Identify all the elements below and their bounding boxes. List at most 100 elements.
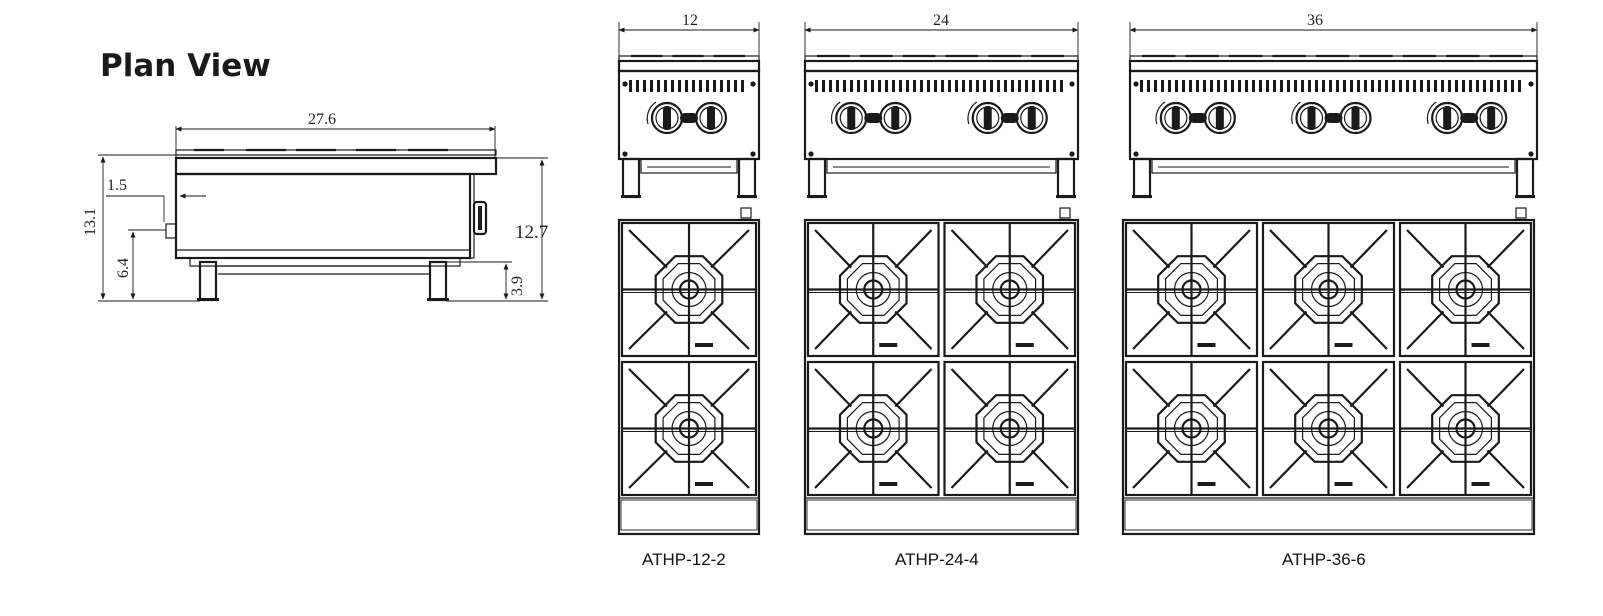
screw (1069, 151, 1075, 157)
grate-diagonal (950, 229, 1069, 350)
vent-slot (678, 80, 681, 92)
burner-grate (620, 221, 758, 358)
front-view (803, 54, 1080, 199)
vent-slot (629, 80, 632, 92)
octagon-inner (1164, 402, 1219, 455)
grate-diagonal (1132, 368, 1251, 489)
vent-slot (1336, 80, 1339, 92)
screw (808, 81, 814, 87)
vent-slot (1322, 80, 1325, 92)
leg-foot (621, 195, 641, 198)
vent-slot (892, 80, 895, 92)
grate-cell (620, 360, 758, 497)
grate-cell (1124, 360, 1259, 497)
octagon-ring (1157, 394, 1226, 463)
vent-slot (1161, 80, 1164, 92)
vent-slot (885, 80, 888, 92)
top-plate (803, 59, 1080, 73)
vent-slot (741, 80, 744, 92)
vent-slot (815, 80, 818, 92)
pilot-valve (1188, 113, 1207, 123)
vent-slot (1210, 80, 1213, 92)
vent-slot (1448, 80, 1451, 92)
vent-slot (706, 80, 709, 92)
octagon-ring (1294, 394, 1363, 463)
vent-slot (643, 80, 646, 92)
vent-slot (1245, 80, 1248, 92)
vent-slot (1266, 80, 1269, 92)
octagon-inner (1438, 263, 1493, 316)
front-rail (620, 499, 758, 531)
vent-slot (1238, 80, 1241, 92)
grate-cell (806, 360, 940, 497)
screw (1069, 81, 1075, 87)
vent-slot (713, 80, 716, 92)
vent-slot (1490, 80, 1493, 92)
knob-grip (1351, 106, 1360, 130)
vent-slot (1441, 80, 1444, 92)
vent-slot (727, 80, 730, 92)
model-unit-36: 36 ATHP-36-6 (1121, 12, 1539, 569)
octagon-inner (1438, 402, 1493, 455)
screw (622, 81, 628, 87)
vent-slot (1053, 80, 1056, 92)
burner-grate (1124, 221, 1259, 358)
octagon-inner (983, 263, 1037, 316)
pilot-valve (1460, 113, 1479, 123)
octagon-ring (975, 255, 1045, 324)
grate-diagonal (814, 229, 933, 350)
vent-slot (1455, 80, 1458, 92)
knob-arc (646, 101, 657, 125)
pilot-tab (1471, 482, 1490, 486)
vent-slot (990, 80, 993, 92)
vent-slot (1462, 80, 1465, 92)
knob-arc (1426, 101, 1437, 125)
vent-slot (927, 80, 930, 92)
leg-foot (1056, 195, 1076, 198)
top-plate (1128, 59, 1539, 73)
top-view (803, 207, 1080, 536)
vent-slot (1483, 80, 1486, 92)
octagon-ring (838, 255, 908, 324)
vent-slot (1294, 80, 1297, 92)
grate-diagonal (1269, 229, 1388, 350)
grate-cell (806, 221, 940, 358)
front-rail (806, 499, 1077, 531)
vent-slot (948, 80, 951, 92)
top-frame (1121, 218, 1536, 536)
vent-slot (657, 80, 660, 92)
grate-cell (1261, 221, 1396, 358)
vent-slot (1378, 80, 1381, 92)
vent-slot (899, 80, 902, 92)
vent-slot (664, 80, 667, 92)
vent-slot (685, 80, 688, 92)
vent-slot (1476, 80, 1479, 92)
vent-slot (822, 80, 825, 92)
octagon-ring (654, 394, 724, 463)
octagon-ring (1431, 255, 1500, 324)
vent-slot (1308, 80, 1311, 92)
vent-slot (1287, 80, 1290, 92)
front-view (617, 54, 761, 199)
burner-grate (943, 360, 1077, 497)
grate-diagonal (950, 368, 1069, 489)
vent-slot (1301, 80, 1304, 92)
side-width-label: 27.6 (308, 111, 336, 128)
burner-grate (806, 360, 940, 497)
octagon-inner (662, 263, 716, 316)
octagon-ring (838, 394, 908, 463)
burner-grate (1261, 221, 1396, 358)
burner-grate (620, 360, 758, 497)
vent-slot (829, 80, 832, 92)
screw (808, 151, 814, 157)
screw (622, 151, 628, 157)
model-name: ATHP-24-4 (895, 550, 979, 569)
vent-slot (1273, 80, 1276, 92)
vent-slot (734, 80, 737, 92)
knob-grip (1487, 106, 1496, 130)
pilot-tab (695, 343, 713, 347)
right-height-label: 12.7 (515, 222, 548, 243)
vent-slot (1504, 80, 1507, 92)
top-frame (803, 218, 1080, 536)
